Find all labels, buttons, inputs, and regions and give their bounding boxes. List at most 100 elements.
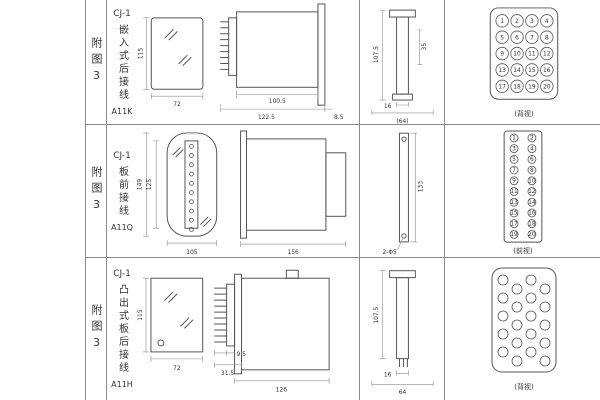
front-and-side-drawing: 115 72 100.5 122.5 8.5 <box>137 3 344 121</box>
svg-text:16: 16 <box>543 67 551 74</box>
svg-text:9: 9 <box>512 178 516 185</box>
svg-text:7: 7 <box>530 34 534 41</box>
svg-text:7: 7 <box>512 167 516 174</box>
variant-label-cell: CJ-1 板前接线 A11Q <box>107 125 137 258</box>
dim-label: 72 <box>173 101 181 108</box>
svg-text:20: 20 <box>543 83 551 90</box>
dim-label: 126 <box>276 387 288 394</box>
profile-drawing-cell: 133 2-Φ5 <box>360 125 445 258</box>
svg-text:16: 16 <box>528 210 536 217</box>
dim-label: 16 <box>384 104 392 110</box>
mount-type-label: 凸出式板后接线 <box>116 284 128 375</box>
dim-label: 122.5 <box>258 114 275 121</box>
dimension-drawing-cell: 115 72 100.5 122.5 8.5 <box>137 0 360 125</box>
svg-text:2: 2 <box>515 18 519 25</box>
svg-text:15: 15 <box>510 210 518 217</box>
variant-label-cell: CJ-1 凸出式板后接线 A11H <box>107 258 137 400</box>
svg-text:3: 3 <box>512 145 516 152</box>
terminal-strip-holes <box>189 143 194 232</box>
view-label: (背视) <box>514 109 534 118</box>
profile-drawing: 133 2-Φ5 <box>382 132 424 256</box>
left-margin <box>0 125 85 258</box>
dim-label: 133 <box>418 181 424 193</box>
hole-callout: 2-Φ5 <box>382 250 397 256</box>
front-outline <box>166 132 218 237</box>
terminal-view-cell: (背视) <box>445 258 600 400</box>
dim-label: 107.5 <box>374 46 380 63</box>
dim-label: 72 <box>173 365 181 372</box>
dim-label: 107.5 <box>374 306 380 323</box>
model-label: CJ-1 <box>113 8 131 19</box>
profile-outline <box>389 9 416 101</box>
svg-text:17: 17 <box>510 220 518 227</box>
svg-text:8: 8 <box>545 34 549 41</box>
profile-drawing: 107.5 35 16 (64) <box>371 9 434 124</box>
svg-text:11: 11 <box>510 188 518 195</box>
svg-text:18: 18 <box>528 220 536 227</box>
svg-text:15: 15 <box>528 67 536 74</box>
dim-label: 105 <box>186 249 198 256</box>
relay-side-outline <box>214 269 330 375</box>
dimension-lines <box>143 17 333 113</box>
svg-text:9: 9 <box>500 51 504 58</box>
svg-text:4: 4 <box>530 145 534 152</box>
dimension-lines <box>397 132 418 250</box>
svg-text:20: 20 <box>528 231 536 238</box>
svg-text:13: 13 <box>498 67 506 74</box>
svg-text:5: 5 <box>512 156 516 163</box>
variant-label-cell: CJ-1 嵌入式后接线 A11K <box>107 0 137 125</box>
dim-label: 35 <box>422 43 428 51</box>
dim-label: 115 <box>137 48 144 60</box>
profile-drawing: 107.5 16 64 <box>371 270 434 396</box>
svg-text:2: 2 <box>530 135 534 142</box>
dimension-lines <box>143 132 347 248</box>
terminal-strip-outline <box>503 130 543 243</box>
svg-text:12: 12 <box>543 51 551 58</box>
dim-label: 100.5 <box>269 98 286 105</box>
dim-label: (64) <box>396 119 408 124</box>
panel-cutout-outline <box>150 17 204 90</box>
view-label: (背视) <box>514 382 534 391</box>
svg-text:19: 19 <box>510 231 518 238</box>
svg-text:6: 6 <box>530 156 534 163</box>
dimension-lines <box>371 270 434 387</box>
dimension-drawing-cell: 115 72 9.5 31.5 126 <box>137 258 360 400</box>
left-margin <box>0 258 85 400</box>
dim-label: 125 <box>146 179 153 191</box>
mount-type-label: 板前接线 <box>116 165 128 218</box>
profile-drawing-cell: 107.5 16 64 <box>360 258 445 400</box>
svg-text:1: 1 <box>500 18 504 25</box>
dimension-lines <box>142 277 330 384</box>
svg-text:3: 3 <box>530 18 534 25</box>
svg-text:13: 13 <box>510 199 518 206</box>
dim-label: 156 <box>287 249 299 256</box>
figure-label: 附图3 <box>90 304 103 354</box>
model-label: CJ-1 <box>113 269 131 279</box>
svg-text:5: 5 <box>500 34 504 41</box>
dim-label: 9.5 <box>237 351 247 358</box>
figure-label: 附图3 <box>90 37 103 87</box>
svg-text:4: 4 <box>545 18 549 25</box>
svg-text:10: 10 <box>513 51 521 58</box>
terminal-grid <box>497 274 551 367</box>
svg-text:14: 14 <box>528 199 536 206</box>
relay-side-outline <box>240 130 347 239</box>
svg-text:14: 14 <box>513 67 521 74</box>
figure-label-cell: 附图3 <box>85 258 107 400</box>
terminal-block-outline <box>489 7 559 100</box>
model-code: A11H <box>111 380 133 389</box>
figure-label-cell: 附图3 <box>85 0 107 125</box>
svg-text:6: 6 <box>515 34 519 41</box>
model-code: A11Q <box>111 222 133 232</box>
front-and-side-drawing: 149 125 105 156 <box>137 130 347 256</box>
svg-text:18: 18 <box>513 83 521 90</box>
figure-label: 附图3 <box>90 166 103 216</box>
dimension-lines <box>371 9 434 115</box>
